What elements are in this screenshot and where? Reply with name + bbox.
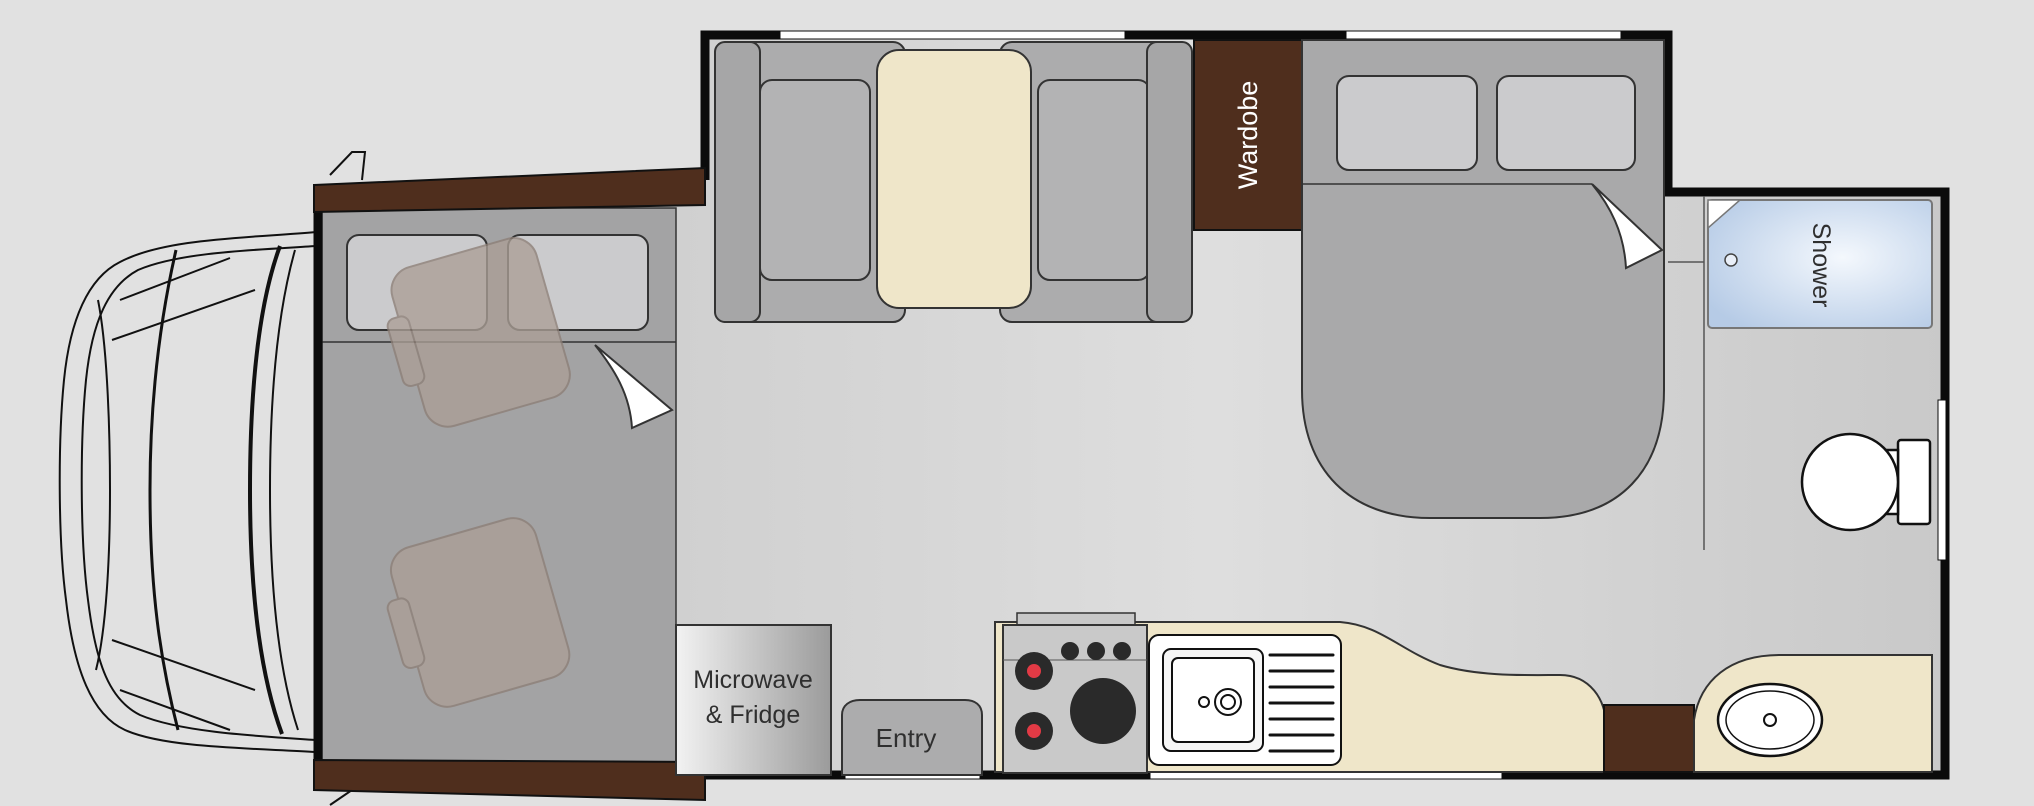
shower-tray [1707,199,1933,329]
driver-seat [386,237,571,428]
entry-step[interactable] [841,699,983,776]
hob-extractor [1016,612,1136,626]
shower-drain-icon [1724,253,1738,267]
microwave-label-line1: Microwave [693,666,812,694]
cab-bottom-wood-panel [313,758,706,802]
passenger-seat [386,517,571,708]
rear-bed-pillow-right [1496,75,1636,171]
shower-label: Shower [1807,223,1835,308]
wardrobe-label: Wardobe [1233,81,1263,190]
dinette-seat-right-back [1146,41,1193,323]
hob-burner-icons [1015,642,1136,750]
vehicle-cab-front [58,151,367,806]
kitchen-sink-icon [1148,634,1342,766]
dinette-table [876,49,1032,309]
rear-bed-corner-icon [1591,183,1664,270]
entry-label: Entry [876,723,937,753]
dinette-seat-left-cushion [759,79,871,281]
wardrobe [1193,39,1303,231]
kitchen-wood-cabinet [1603,704,1695,773]
outer-walls [700,30,1950,780]
cab-bed-corner-icon [594,344,674,430]
dinette-seat-right-cushion [1037,79,1151,281]
microwave-label-line2: & Fridge [706,701,800,729]
dinette-seat-left-back [714,41,761,323]
toilet-icon [1800,432,1932,532]
rear-bed-pillow-left [1336,75,1478,171]
microwave-fridge-unit [675,624,832,776]
cab-top-wood-panel [313,166,706,214]
